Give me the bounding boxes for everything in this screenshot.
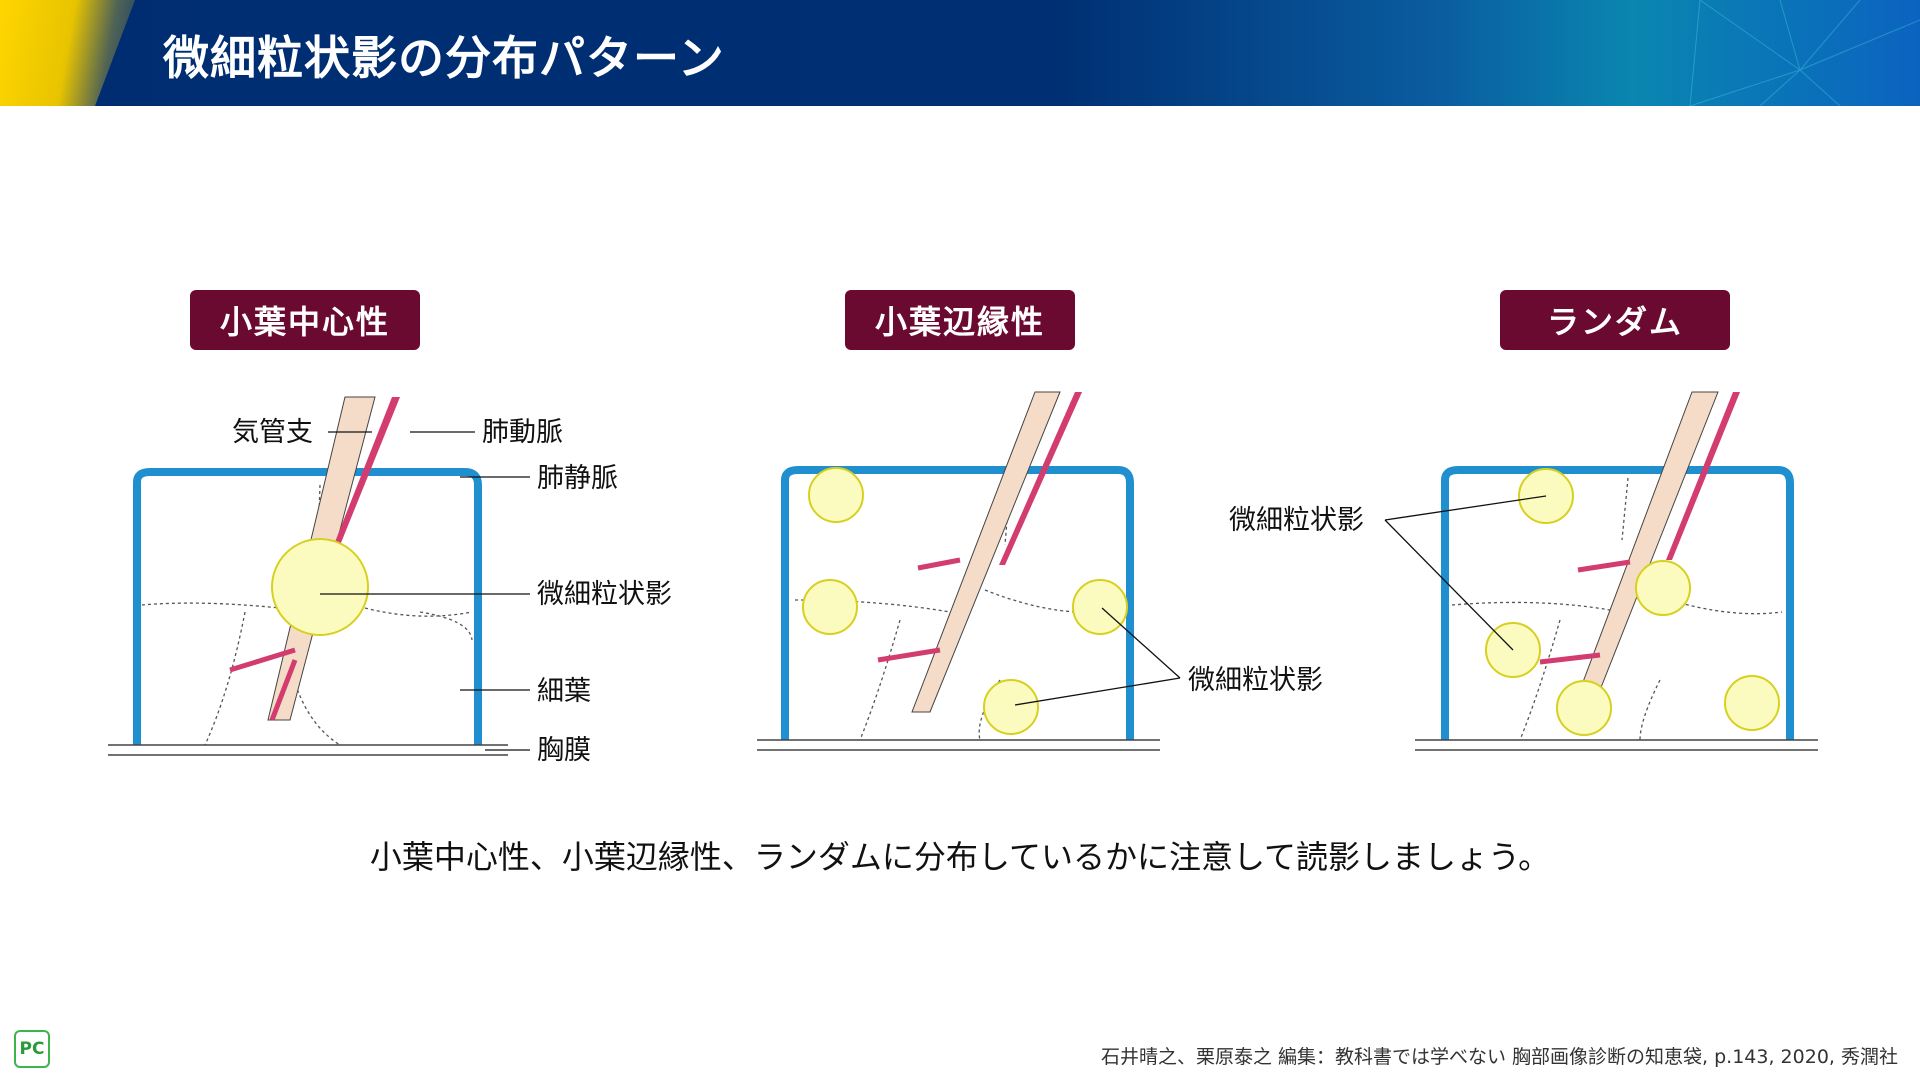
label-pulmonary-vein: 肺静脈	[537, 463, 618, 494]
pattern-label-centrilobular: 小葉中心性	[190, 290, 420, 350]
label-acinus: 細葉	[537, 676, 591, 707]
page-title: 微細粒状影の分布パターン	[163, 31, 725, 85]
micronodule	[1724, 675, 1780, 731]
pc-logo: PC	[14, 1030, 50, 1068]
citation: 石井晴之、栗原泰之 編集：教科書では学べない 胸部画像診断の知恵袋, p.143…	[1100, 1046, 1898, 1068]
header-banner: 微細粒状影の分布パターン	[0, 0, 1920, 106]
diagram-random: 微細粒状影	[1229, 391, 1818, 751]
pattern-label-random: ランダム	[1500, 290, 1730, 350]
micronodule	[802, 579, 858, 635]
header-network-decoration	[1689, 0, 1920, 106]
micronodule	[1635, 560, 1691, 616]
micronodule	[271, 538, 369, 636]
micronodule	[1072, 579, 1128, 635]
label-bronchus: 気管支	[232, 417, 313, 448]
pulmonary-artery	[324, 397, 400, 570]
micronodule	[808, 467, 864, 523]
leader-lines	[320, 431, 530, 751]
diagram-perilobular: 微細粒状影	[757, 391, 1323, 751]
label-micronodule: 微細粒状影	[1229, 505, 1364, 536]
distribution-diagrams: 気管支 肺動脈 肺静脈 微細粒状影 細葉 胸膜 微細粒状影	[108, 391, 1818, 766]
micronodule	[983, 679, 1039, 735]
label-pulmonary-artery: 肺動脈	[482, 417, 563, 448]
diagram-centrilobular: 気管支 肺動脈 肺静脈 微細粒状影 細葉 胸膜	[108, 396, 672, 766]
caption: 小葉中心性、小葉辺縁性、ランダムに分布しているかに注意して読影しましょう。	[369, 838, 1551, 876]
label-pleura: 胸膜	[537, 735, 591, 766]
pattern-label-perilobular: 小葉辺縁性	[845, 290, 1075, 350]
label-micronodule: 微細粒状影	[1188, 665, 1323, 696]
micronodule	[1556, 680, 1612, 736]
label-micronodule: 微細粒状影	[537, 579, 672, 610]
